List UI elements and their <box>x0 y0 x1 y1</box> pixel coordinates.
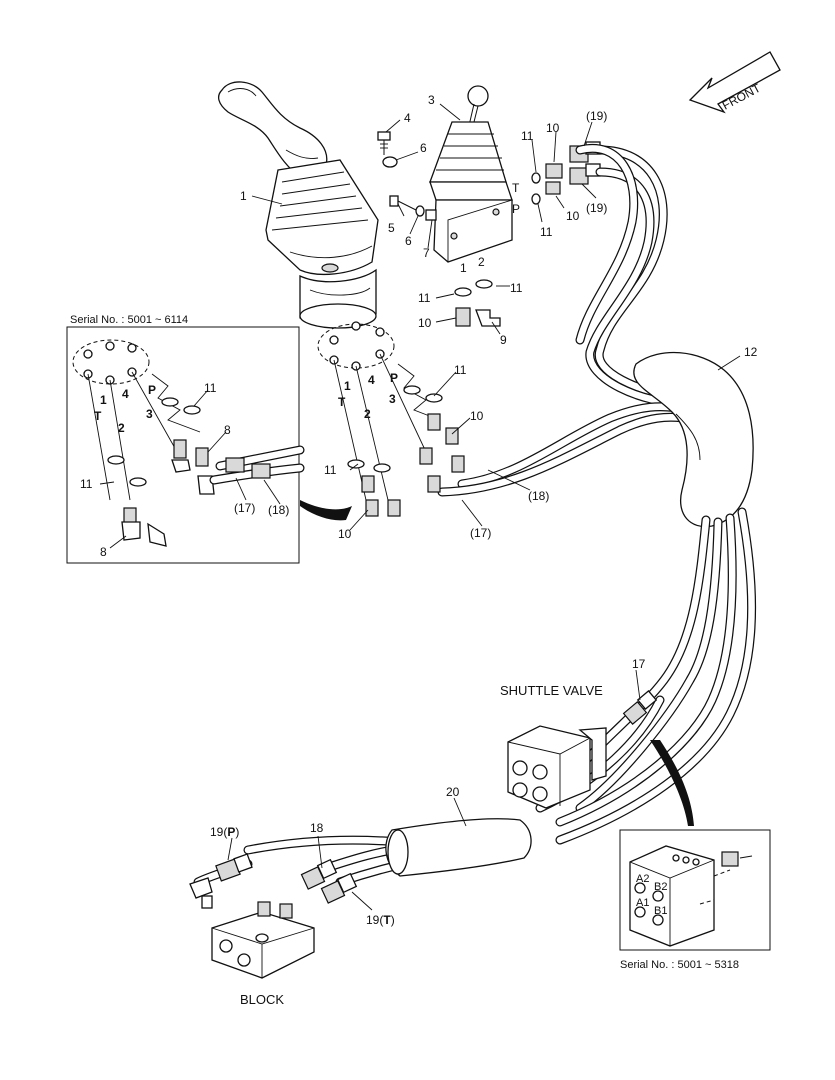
inset-callout-8b: 8 <box>100 545 107 559</box>
protective-sleeve-20 <box>243 818 532 887</box>
center-port-4: 4 <box>368 373 375 387</box>
mark-b1: B1 <box>654 905 667 917</box>
port-1: 1 <box>460 261 467 275</box>
shuttle-valve <box>507 725 607 809</box>
callout-19T: 19(T) <box>366 913 395 927</box>
center-callout-18: (18) <box>528 489 549 503</box>
center-port-1: 1 <box>344 379 351 393</box>
caption-block: BLOCK <box>240 992 284 1007</box>
center-callout-10b: 10 <box>338 527 352 541</box>
bolt-4 <box>377 131 391 155</box>
callout-3: 3 <box>428 93 435 107</box>
inset-callout-11a: 11 <box>204 381 217 395</box>
center-callout-17: (17) <box>470 526 491 540</box>
caption-serial-left: Serial No. : 5001 ~ 6114 <box>70 314 188 326</box>
inset-callout-18: (18) <box>268 503 289 517</box>
fitting-18 <box>300 858 338 890</box>
fitting-17 <box>622 689 658 725</box>
mark-a1: A1 <box>636 897 649 909</box>
callout-12: 12 <box>744 345 758 359</box>
callout-19a: (19) <box>586 109 607 123</box>
center-detail <box>317 321 465 517</box>
port-P: P <box>512 202 520 216</box>
center-callout-10a: 10 <box>470 409 484 423</box>
center-callout-11b: 11 <box>324 463 337 477</box>
caption-serial-right: Serial No. : 5001 ~ 5318 <box>620 959 739 971</box>
inset-right-valve <box>629 845 753 947</box>
callout-18: 18 <box>310 821 324 835</box>
joystick-boot <box>265 159 379 276</box>
callout-7: 7 <box>423 246 430 260</box>
inset-port-3: 3 <box>146 407 153 421</box>
inset-port-1: 1 <box>100 393 107 407</box>
callout-19P: 19(P) <box>210 825 239 839</box>
port-2: 2 <box>478 255 485 269</box>
port-T: T <box>512 181 520 195</box>
caption-shuttle-valve: SHUTTLE VALVE <box>500 683 603 698</box>
hose-bundle-upper <box>437 143 699 497</box>
inset-port-4: 4 <box>122 387 129 401</box>
callout-9: 9 <box>500 333 507 347</box>
callout-4: 4 <box>404 111 411 125</box>
inset-port-P: P <box>148 383 156 397</box>
inset-left-content <box>72 339 305 547</box>
joystick-grip <box>217 81 328 177</box>
callout-11b: 11 <box>540 225 553 239</box>
joystick-base-cylinder <box>299 268 377 329</box>
callout-11a: 11 <box>521 129 534 143</box>
center-port-3: 3 <box>389 392 396 406</box>
callout-11c: 11 <box>418 291 431 305</box>
washer-6b <box>415 205 425 217</box>
inset-callout-11b: 11 <box>80 477 93 491</box>
callout-19b: (19) <box>586 201 607 215</box>
front-arrow-icon: FRONT <box>688 51 781 114</box>
inset-callout-8a: 8 <box>224 423 231 437</box>
inset-port-T: T <box>94 409 102 423</box>
fitting-19T <box>320 872 358 904</box>
callout-17: 17 <box>632 657 646 671</box>
callout-11d: 11 <box>510 281 523 295</box>
callout-1: 1 <box>240 189 247 203</box>
center-callout-11a: 11 <box>454 363 467 377</box>
fittings-bottom <box>454 279 501 327</box>
mark-b2: B2 <box>654 881 667 893</box>
mark-a2: A2 <box>636 873 649 885</box>
center-port-T: T <box>338 395 346 409</box>
inset-left-frame <box>66 326 300 564</box>
inset-callout-17: (17) <box>234 501 255 515</box>
block <box>201 895 315 979</box>
callout-labels: 1 4 6 3 5 6 7 11 10 (19) T P 10 (19) 11 … <box>80 93 758 927</box>
callout-10c: 10 <box>418 316 432 330</box>
leader-arrow-icon <box>650 740 694 826</box>
washer-6 <box>382 156 398 168</box>
callout-20: 20 <box>446 785 460 799</box>
callout-10b: 10 <box>566 209 580 223</box>
inset-port-2: 2 <box>118 421 125 435</box>
callout-5: 5 <box>388 221 395 235</box>
center-port-2: 2 <box>364 407 371 421</box>
pin-7 <box>425 209 437 221</box>
screw-5 <box>389 195 417 211</box>
inset-right-frame <box>619 829 771 951</box>
leader-lines <box>99 103 741 911</box>
leader-arrow-icon <box>300 500 352 521</box>
fitting-19P <box>189 853 253 899</box>
protective-sleeve-12 <box>633 351 754 528</box>
center-port-P: P <box>390 371 398 385</box>
callout-6: 6 <box>420 141 427 155</box>
callout-10a: 10 <box>546 121 560 135</box>
right-joystick <box>425 85 513 263</box>
callout-6b: 6 <box>405 234 412 248</box>
